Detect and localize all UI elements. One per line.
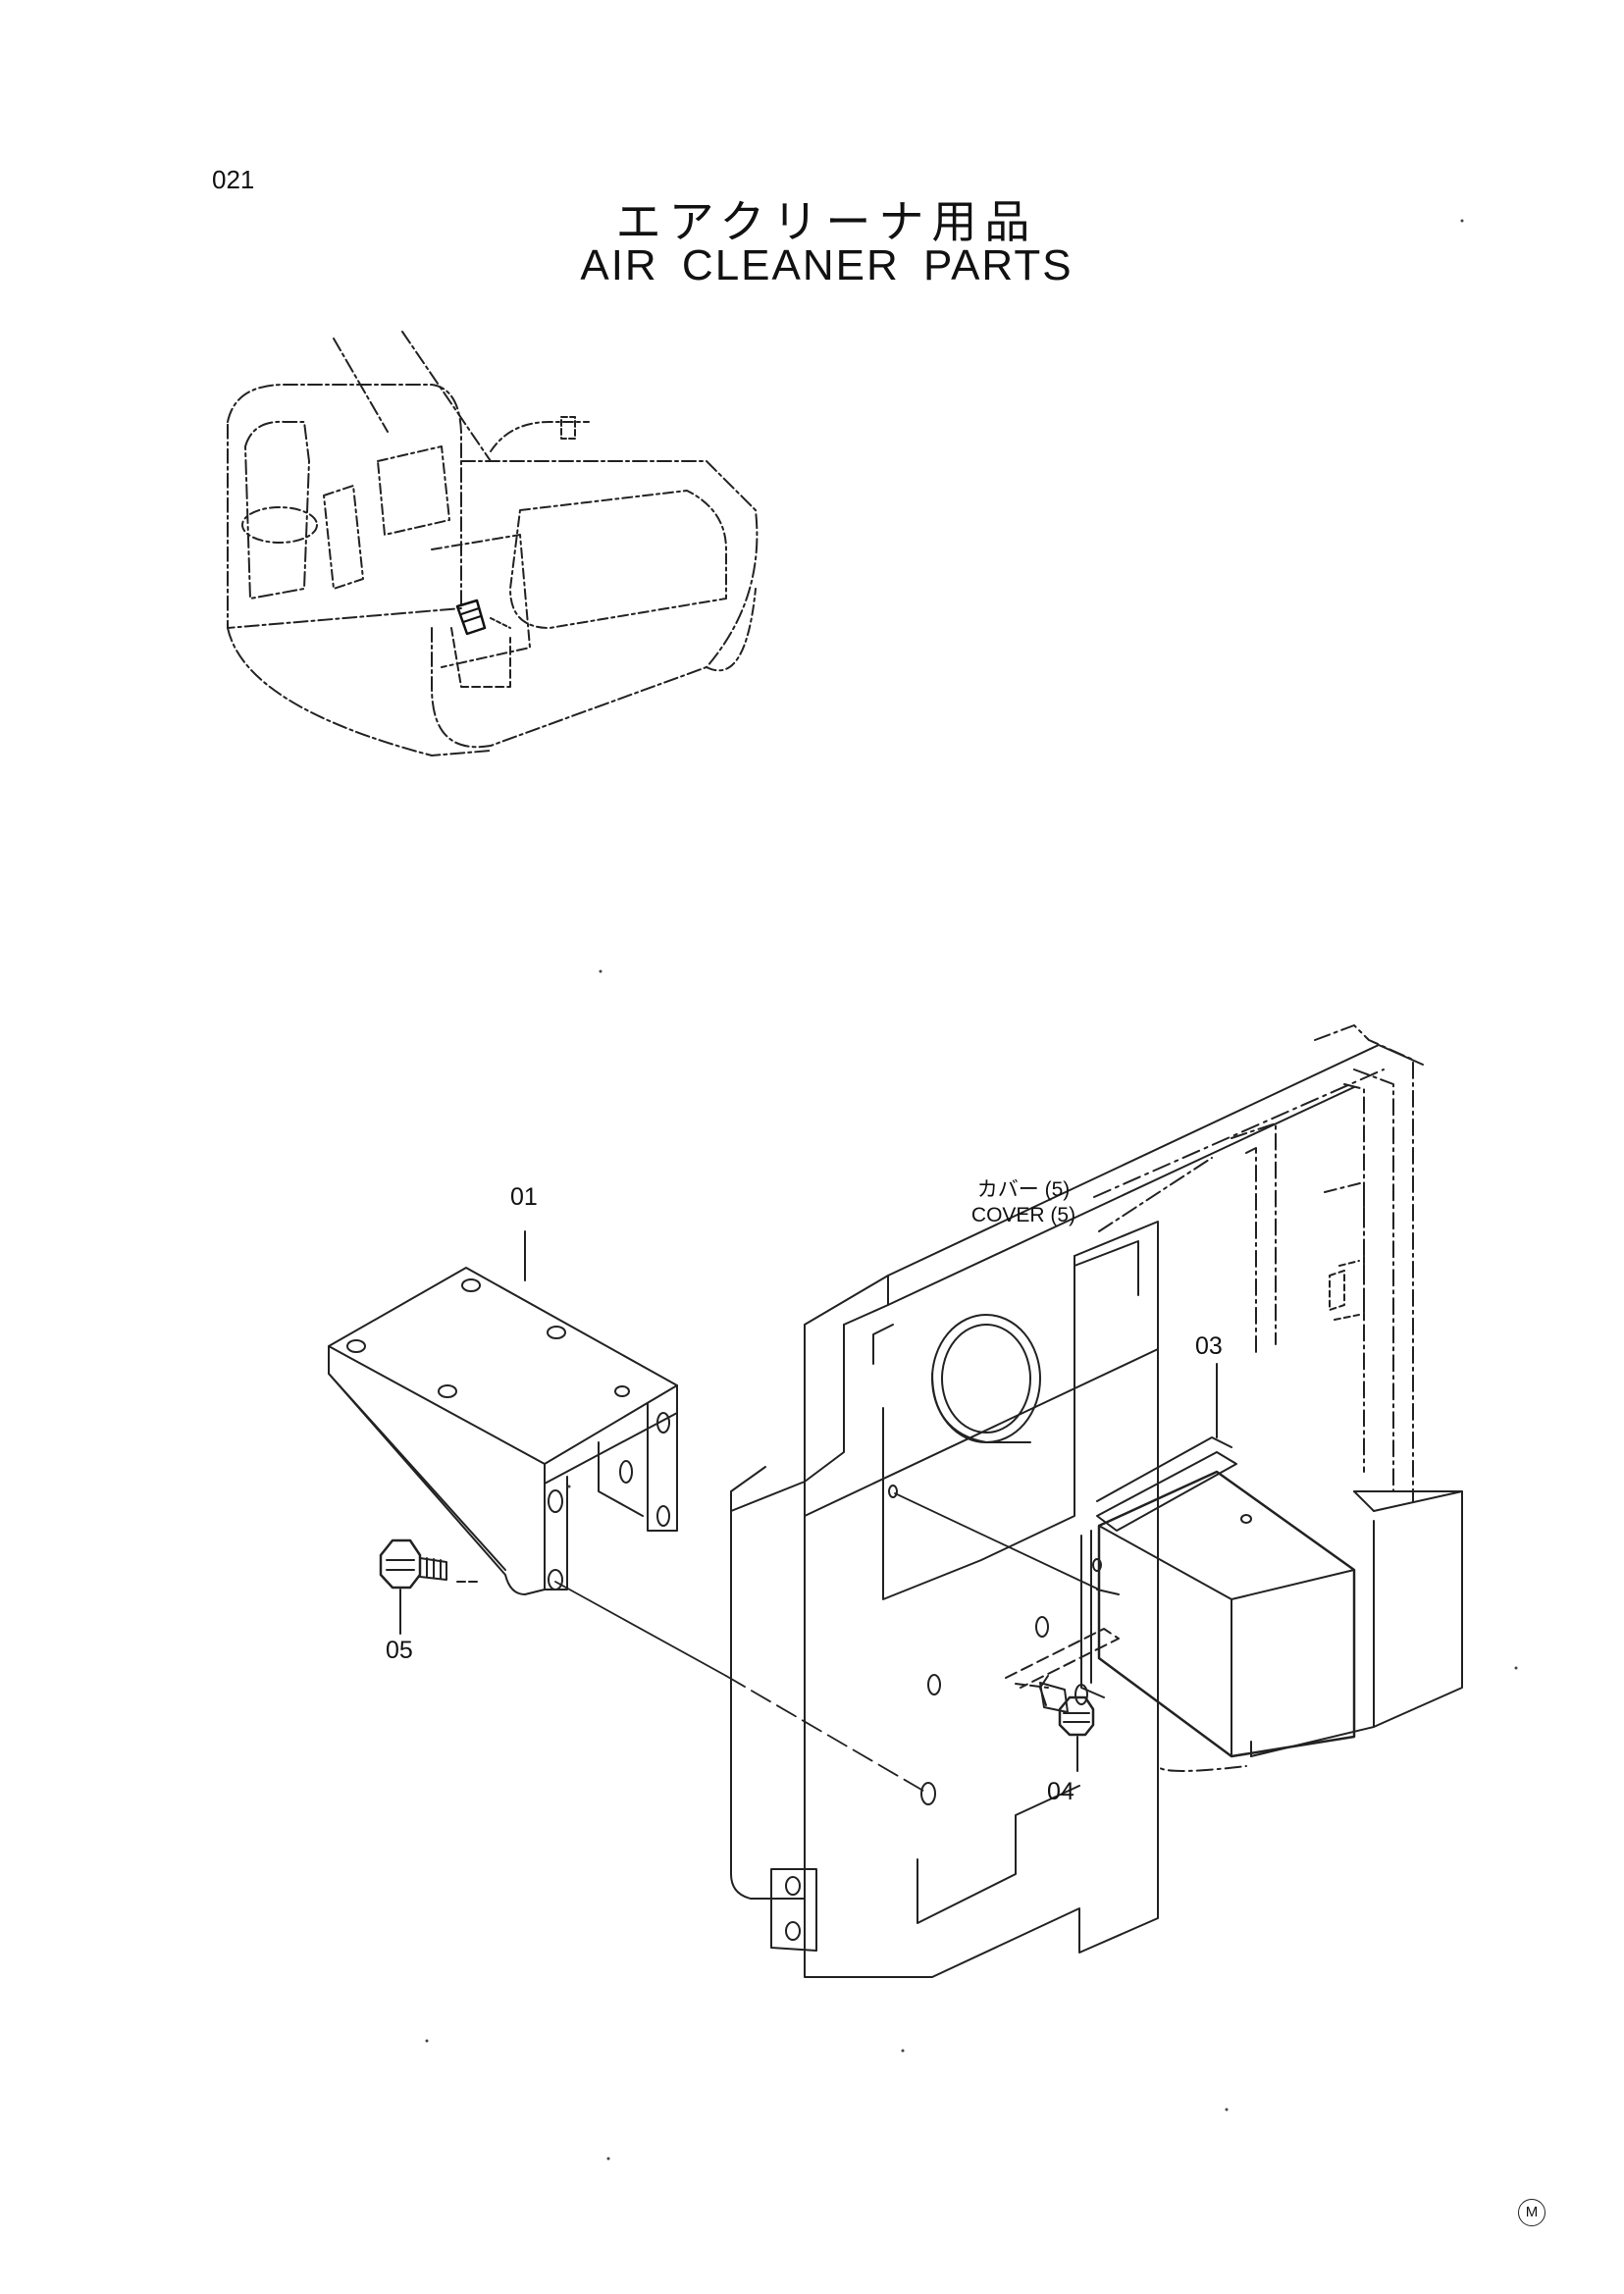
- callout-01: 01: [510, 1183, 538, 1211]
- callout-03: 03: [1195, 1332, 1223, 1360]
- assembly-lines: [554, 1492, 1120, 1795]
- air-cleaner-03-drawing: [1080, 1363, 1356, 1758]
- bracket-01-drawing: [328, 1230, 678, 1595]
- cover-label-english: COVER (5): [970, 1204, 1076, 1226]
- callout-04: 04: [1047, 1778, 1074, 1805]
- page-title-english: AIR CLEANER PARTS: [580, 241, 1074, 289]
- bolt-05-drawing: [379, 1538, 482, 1635]
- page-number: 021: [212, 165, 255, 194]
- page-title-japanese: エアクリーナ用品: [615, 195, 1038, 248]
- excavator-overview: [227, 331, 759, 756]
- corner-mark: M: [1518, 2199, 1545, 2226]
- scan-specks: [425, 219, 1518, 2161]
- bolt-04-drawing: [1039, 1675, 1095, 1772]
- callout-05: 05: [386, 1637, 413, 1664]
- mounting-frame-drawing: [730, 1024, 1463, 1978]
- cover-label-japanese: カバー (5): [976, 1178, 1071, 1201]
- cover-label: カバー (5) COVER (5): [950, 1177, 1097, 1228]
